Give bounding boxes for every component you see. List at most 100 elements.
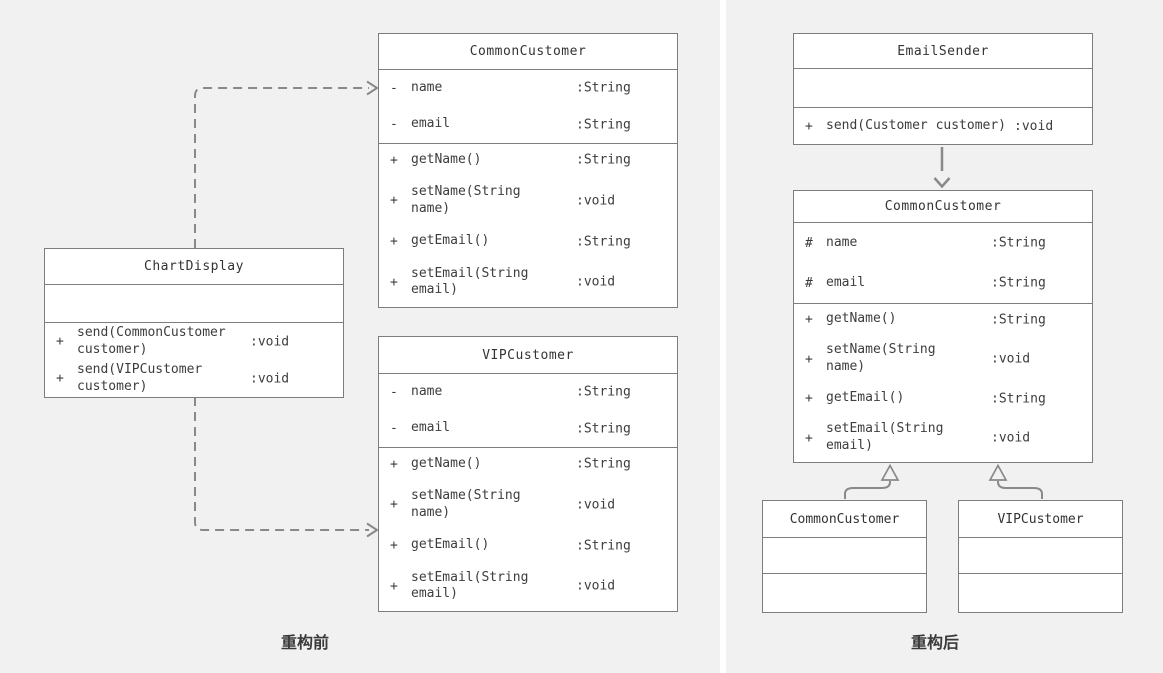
method-name: send(VIPCustomer customer) <box>77 361 203 394</box>
visibility-symbol: + <box>390 234 398 250</box>
method-type: :void <box>250 334 290 349</box>
methods-section: + getName() :String + setName(String nam… <box>379 448 677 611</box>
class-title: VIPCustomer <box>379 337 677 374</box>
method-name: getName() <box>411 455 482 471</box>
method-name: getName() <box>826 311 897 327</box>
method-name: getEmail() <box>411 233 490 249</box>
inheritance-arrow-subcommon[interactable] <box>844 463 900 500</box>
attribute-name: email <box>826 274 866 290</box>
attribute-row: - name :String <box>379 70 677 107</box>
method-type: :void <box>576 578 616 594</box>
attributes-section: - name :String - email :String <box>379 374 677 448</box>
method-row: + getName() :String <box>794 304 1092 335</box>
attributes-section <box>959 538 1122 574</box>
attribute-type: :String <box>991 275 1046 291</box>
method-name: getEmail() <box>411 537 490 553</box>
attribute-row: # name :String <box>794 223 1092 263</box>
class-box-vipcustomer-sub[interactable]: VIPCustomer <box>958 500 1123 613</box>
method-row: + setEmail(String email) :void <box>379 258 677 307</box>
method-row: + send(Customer customer) :void <box>794 108 1092 144</box>
inheritance-arrow-subvip[interactable] <box>988 463 1043 500</box>
panel-divider <box>720 0 726 673</box>
visibility-symbol: + <box>56 334 64 349</box>
class-title: VIPCustomer <box>959 501 1122 538</box>
class-box-emailsender[interactable]: EmailSender + send(Customer customer) :v… <box>793 33 1093 145</box>
dependency-arrow-chartdisplay-vipcustomer[interactable] <box>194 397 379 538</box>
class-box-chartdisplay[interactable]: ChartDisplay + send(CommonCustomer custo… <box>44 248 344 398</box>
method-type: :String <box>576 152 631 168</box>
class-title: CommonCustomer <box>794 191 1092 223</box>
methods-section: + send(CommonCustomer customer) :void + … <box>45 323 343 397</box>
method-name: send(CommonCustomer customer) <box>77 324 226 357</box>
visibility-symbol: - <box>390 117 398 133</box>
class-box-commoncustomer-before[interactable]: CommonCustomer - name :String - email :S… <box>378 33 678 308</box>
method-row: + getName() :String <box>379 448 677 480</box>
visibility-symbol: + <box>390 456 398 472</box>
attribute-row: - email :String <box>379 107 677 144</box>
attribute-type: :String <box>576 80 631 96</box>
method-name: setName(String name) <box>411 184 521 216</box>
class-title: ChartDisplay <box>45 249 343 285</box>
method-row: + getEmail() :String <box>379 226 677 258</box>
method-type: :void <box>576 193 616 209</box>
visibility-symbol: - <box>390 421 398 437</box>
attributes-section: # name :String # email :String <box>794 223 1092 304</box>
attributes-section <box>763 538 926 574</box>
dependency-arrow-chartdisplay-commoncustomer[interactable] <box>194 80 379 249</box>
attribute-type: :String <box>576 421 631 437</box>
visibility-symbol: # <box>805 235 813 251</box>
attributes-section <box>794 69 1092 108</box>
method-row: + getEmail() :String <box>794 383 1092 414</box>
attribute-name: name <box>411 383 443 399</box>
method-type: :String <box>576 538 631 554</box>
visibility-symbol: + <box>390 152 398 168</box>
visibility-symbol: + <box>390 538 398 554</box>
method-type: :void <box>1014 118 1054 134</box>
visibility-symbol: # <box>805 275 813 291</box>
visibility-symbol: - <box>390 384 398 400</box>
method-type: :void <box>576 274 616 290</box>
method-row: + send(VIPCustomer customer) :void <box>45 360 343 397</box>
attributes-section: - name :String - email :String <box>379 70 677 144</box>
method-row: + setEmail(String email) :void <box>794 414 1092 462</box>
visibility-symbol: + <box>805 118 813 134</box>
methods-section: + getName() :String + setName(String nam… <box>794 304 1092 462</box>
method-type: :String <box>991 312 1046 328</box>
class-title: CommonCustomer <box>379 34 677 70</box>
visibility-symbol: + <box>390 497 398 513</box>
visibility-symbol: + <box>390 578 398 594</box>
method-row: + setName(String name) :void <box>379 176 677 225</box>
attribute-name: email <box>411 116 451 132</box>
method-name: setEmail(String email) <box>826 421 944 454</box>
method-type: :void <box>250 371 290 386</box>
methods-section: + getName() :String + setName(String nam… <box>379 144 677 307</box>
method-type: :void <box>991 430 1031 446</box>
method-name: getEmail() <box>826 390 905 406</box>
method-name: setEmail(String email) <box>411 265 529 298</box>
attribute-name: email <box>411 420 451 436</box>
attribute-row: - email :String <box>379 411 677 448</box>
visibility-symbol: + <box>805 391 813 407</box>
class-box-commoncustomer-parent[interactable]: CommonCustomer # name :String # email :S… <box>793 190 1093 463</box>
method-name: setEmail(String email) <box>411 569 529 602</box>
method-name: setName(String name) <box>826 342 936 375</box>
caption-after: 重构后 <box>910 635 959 652</box>
attributes-section <box>45 285 343 323</box>
class-box-commoncustomer-sub[interactable]: CommonCustomer <box>762 500 927 613</box>
attribute-name: name <box>411 79 443 95</box>
caption-before: 重构前 <box>280 635 329 652</box>
method-row: + send(CommonCustomer customer) :void <box>45 323 343 360</box>
visibility-symbol: + <box>390 274 398 290</box>
attribute-type: :String <box>991 235 1046 251</box>
visibility-symbol: - <box>390 80 398 96</box>
method-row: + setName(String name) :void <box>379 480 677 529</box>
association-arrow-emailsender-customer[interactable] <box>933 147 951 189</box>
method-type: :String <box>576 234 631 250</box>
class-box-vipcustomer-before[interactable]: VIPCustomer - name :String - email :Stri… <box>378 336 678 612</box>
method-name: send(Customer customer) <box>826 117 1007 133</box>
methods-section: + send(Customer customer) :void <box>794 108 1092 144</box>
visibility-symbol: + <box>805 430 813 446</box>
attribute-type: :String <box>576 117 631 133</box>
method-row: + setName(String name) :void <box>794 335 1092 383</box>
method-type: :String <box>991 391 1046 407</box>
